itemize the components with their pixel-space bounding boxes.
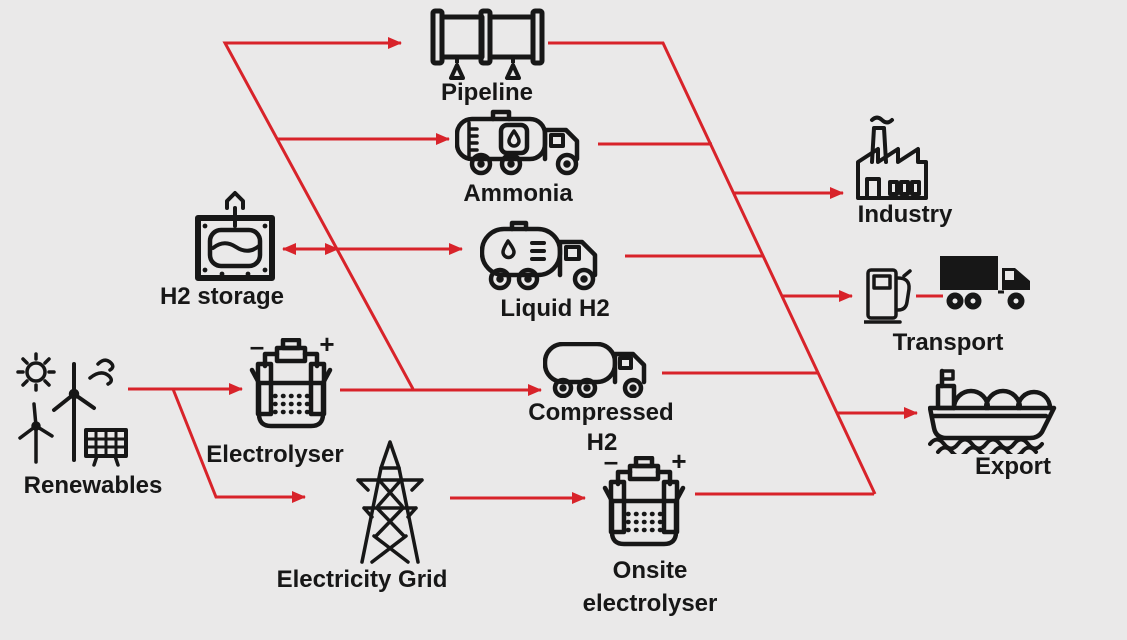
delivery-truck-icon	[940, 254, 1032, 314]
onsite-electrolyser-plus-terminal: +	[671, 446, 687, 476]
electrolyser-label: Electrolyser	[206, 441, 344, 468]
electrolyser-plus-terminal: +	[319, 329, 335, 359]
factory-icon	[850, 106, 934, 202]
ammonia-tanker-truck-icon	[455, 106, 595, 180]
edge-supply-diagonal-pipeline	[222, 37, 415, 390]
renewables-label: Renewables	[23, 472, 163, 499]
onsite-electrolyser-minus-terminal: –	[603, 446, 619, 476]
compressed-h2-label-line1: Compressed	[528, 399, 674, 426]
h2-storage-tank-icon	[192, 188, 278, 284]
compressed-h2-label-line2: H2	[586, 429, 618, 456]
onsite-electrolyser-label-line2: electrolyser	[582, 590, 718, 617]
export-label: Export	[974, 453, 1052, 480]
renewables-sun-wind-solar-icon	[12, 350, 134, 472]
pipe-icon	[430, 8, 545, 80]
industry-label: Industry	[857, 201, 953, 228]
edge-pipeline-demand-diagonal	[548, 41, 877, 495]
edge-renewables-grid	[171, 388, 306, 503]
onsite-electrolyser-label-line1: Onsite	[612, 557, 688, 584]
liquid-h2-tanker-truck-icon	[480, 220, 620, 292]
transport-label: Transport	[892, 329, 1004, 356]
compressed-h2-tanker-truck-icon	[543, 342, 665, 398]
electrolyser-cell-icon	[244, 338, 338, 440]
liquid-h2-label: Liquid H2	[500, 295, 610, 322]
pipeline-label: Pipeline	[440, 79, 534, 106]
lng-ship-icon	[928, 366, 1068, 454]
electrolyser-minus-terminal: –	[249, 331, 265, 361]
onsite-electrolyser-cell-icon	[597, 456, 691, 558]
h2-storage-label: H2 storage	[159, 283, 285, 310]
electricity-grid-label: Electricity Grid	[276, 566, 448, 593]
transmission-tower-icon	[348, 438, 432, 564]
fuel-pump-icon	[864, 266, 916, 326]
ammonia-label: Ammonia	[463, 180, 573, 207]
